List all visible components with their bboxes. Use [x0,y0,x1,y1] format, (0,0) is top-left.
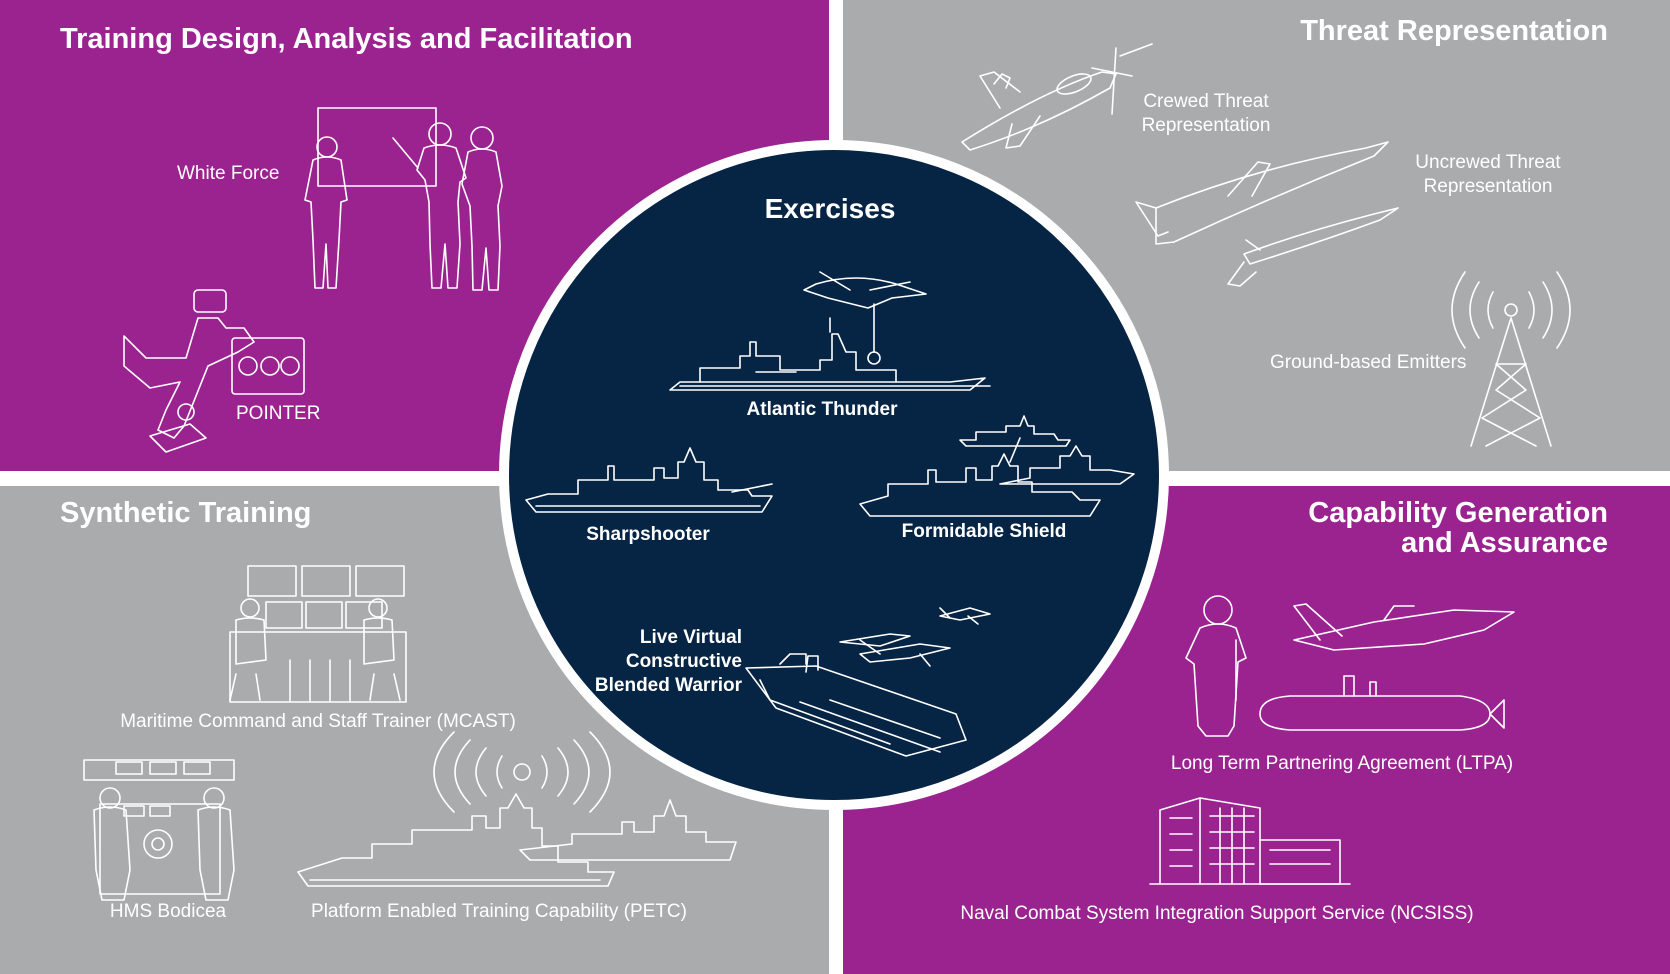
ground-emitters-label: Ground-based Emitters [1270,352,1467,373]
hms-bodicea-illustration [83,759,235,901]
capability-generation-title-line1: Capability Generation [1308,497,1608,529]
uncrewed-threat-label-line1: Uncrewed Threat [1415,152,1561,173]
sharpshooter-illustration [525,447,773,513]
crewed-threat-label-line2: Representation [1141,115,1271,136]
blended-warrior-illustration [745,607,991,757]
mcast-illustration [229,565,407,703]
hms-bodicea-label: HMS Bodicea [109,901,227,922]
ltpa-label: Long Term Partnering Agreement (LTPA) [1170,753,1514,774]
formidable-shield-illustration [859,415,1135,517]
synthetic-training-title: Synthetic Training [60,497,312,529]
threat-representation-title: Threat Representation [1300,15,1608,47]
petc-illustration [297,731,737,887]
crewed-threat-label-line1: Crewed Threat [1143,91,1269,112]
pointer-illustration [123,289,305,453]
crewed-aircraft-illustration [961,43,1153,151]
ncsiss-label: Naval Combat System Integration Support … [960,903,1474,924]
pointer-label: POINTER [236,403,321,424]
atlantic-thunder-illustration [669,271,991,391]
lvc-label-line2: Constructive [625,651,742,672]
atlantic-thunder-label: Atlantic Thunder [746,399,898,420]
uncrewed-threat-label-line2: Representation [1423,176,1553,197]
white-force-illustration [304,107,503,291]
petc-label: Platform Enabled Training Capability (PE… [311,901,687,922]
uncrewed-aircraft-illustration [1135,141,1399,287]
exercises-title: Exercises [764,193,896,224]
formidable-shield-label: Formidable Shield [901,521,1067,542]
exercises-circle [499,140,1169,810]
training-design-title: Training Design, Analysis and Facilitati… [60,23,633,55]
mcast-label: Maritime Command and Staff Trainer (MCAS… [120,711,516,732]
capability-generation-title-line2: and Assurance [1401,527,1608,559]
lvc-label-line3: Blended Warrior [594,675,742,696]
white-force-label: White Force [177,163,280,184]
ncsiss-building-illustration [1149,797,1351,885]
lvc-label-line1: Live Virtual [639,627,742,648]
ltpa-illustration [1185,595,1515,737]
sharpshooter-label: Sharpshooter [586,524,710,545]
emitter-tower-illustration [1451,271,1571,447]
